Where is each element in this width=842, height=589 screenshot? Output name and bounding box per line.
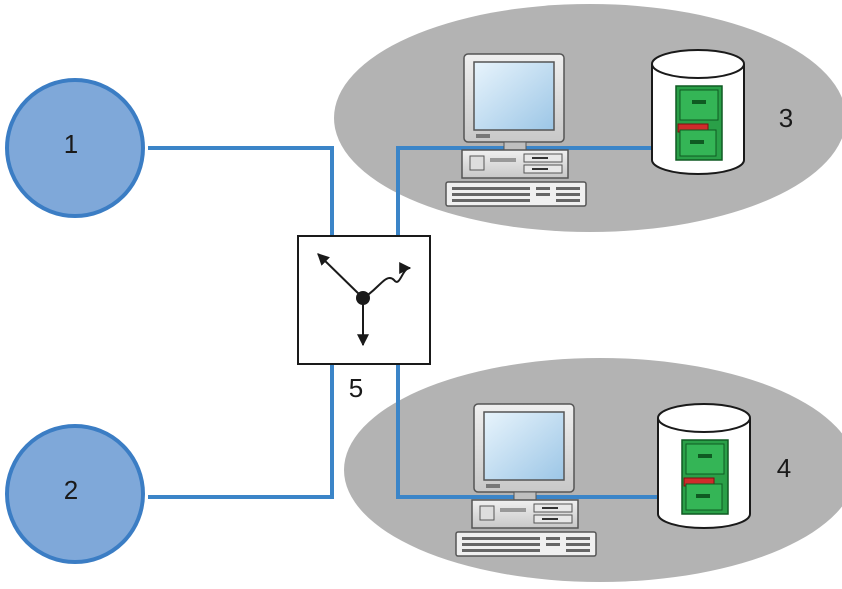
- site-3-area: [334, 4, 842, 232]
- link-switch-to-site-3: [396, 146, 680, 236]
- switch-arrows: [317, 253, 412, 347]
- network-links: [148, 146, 680, 499]
- circle-node-icon: [5, 78, 145, 218]
- client-node-1[interactable]: 1: [5, 78, 145, 218]
- switch-center-dot: [356, 291, 370, 305]
- site-3-database[interactable]: [651, 49, 745, 175]
- switch-5-label: 5: [349, 373, 363, 403]
- switch-5[interactable]: [297, 235, 431, 365]
- database-filing-cabinet-icon: [657, 403, 751, 529]
- link-switch-to-site-4: [396, 364, 680, 499]
- site-4-database[interactable]: [657, 403, 751, 529]
- client-1-label: 1: [64, 129, 78, 159]
- site-4-label: 4: [777, 453, 791, 483]
- circle-node-icon: [5, 424, 145, 564]
- client-node-2[interactable]: 2: [5, 424, 145, 564]
- link-2-to-switch: [148, 364, 334, 499]
- site-3-label: 3: [779, 103, 793, 133]
- link-1-to-switch: [148, 146, 334, 236]
- database-filing-cabinet-icon: [651, 49, 745, 175]
- client-2-label: 2: [64, 475, 78, 505]
